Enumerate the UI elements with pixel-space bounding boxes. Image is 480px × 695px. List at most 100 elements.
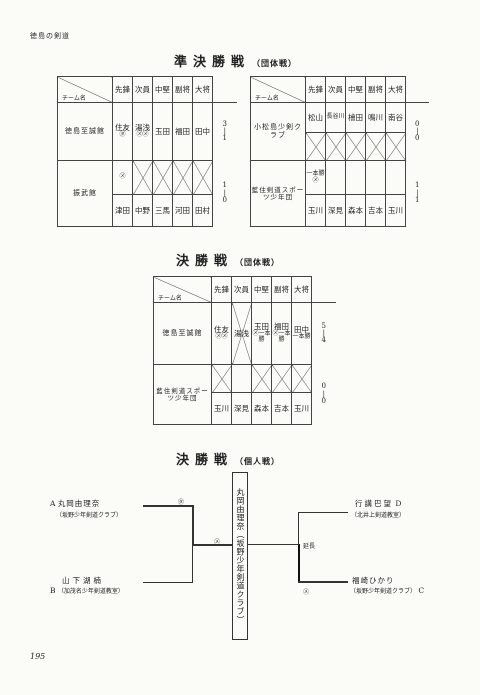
- team-label: チーム名: [153, 276, 212, 303]
- player-cell: 玉田㋱一本勝: [251, 302, 272, 365]
- semifinal-subtitle: （団体戦）: [252, 58, 298, 68]
- team-name: 小松島少剣クラブ: [250, 102, 306, 161]
- loss-cross: [172, 160, 193, 195]
- bracket-line: [143, 582, 193, 583]
- team-name: 藍住剣道スポーツ少年団: [153, 364, 212, 425]
- extension-label: 延長: [303, 543, 316, 550]
- final-individual-title: 決勝戦（個人戦）: [176, 449, 280, 468]
- position-header: 中堅: [345, 76, 366, 103]
- score: 0|0: [406, 103, 429, 161]
- player-letter: C: [418, 586, 425, 595]
- loss-cross: [305, 132, 326, 161]
- player-c-row: （坂野少年剣道クラブ） C: [350, 586, 424, 595]
- team-label: チーム名: [57, 76, 113, 103]
- player-name: 吉本: [365, 194, 386, 227]
- score: 1|1: [406, 161, 429, 227]
- position-header: 副将: [172, 76, 193, 103]
- final-individual-title-text: 決勝戦: [176, 453, 234, 468]
- player-club: （北井上剣道教室）: [351, 512, 406, 519]
- position-header: 次員: [231, 276, 252, 303]
- win-mark: ㋟: [178, 499, 185, 506]
- score-wins: 3: [222, 119, 227, 128]
- score-points: 0: [321, 397, 326, 406]
- position-header: 大将: [385, 76, 406, 103]
- bracket-line: [298, 512, 299, 545]
- empty-cell: [365, 160, 386, 195]
- player-name: 松山: [305, 102, 326, 133]
- position-header: 次員: [132, 76, 153, 103]
- position-header: 先鋒: [211, 276, 232, 303]
- position-header: 副将: [365, 76, 386, 103]
- semifinal-match2-table: チーム名 先鋒 次員 中堅 副将 大将 小松島少剣クラブ 松山 長谷川 檜田 鳴…: [250, 76, 429, 227]
- loss-cross: [345, 132, 366, 161]
- position-header: 先鋒: [305, 76, 326, 103]
- position-header: 中堅: [251, 276, 272, 303]
- running-head: 徳島の剣道: [30, 32, 70, 40]
- player-name: 中野: [132, 194, 153, 227]
- loss-cross: [291, 364, 312, 393]
- bracket-line: [248, 544, 299, 545]
- empty-cell: [231, 364, 252, 393]
- player-name: 玉川: [211, 392, 232, 425]
- player-name: 山下湖楠: [62, 576, 104, 585]
- bracket-line: [298, 512, 348, 513]
- score: 5|4: [312, 303, 336, 365]
- win-mark: ㋱一本勝: [272, 330, 291, 344]
- loss-cross: [365, 132, 386, 161]
- loss-cross: [211, 364, 232, 393]
- player-a: A 丸岡由理奈: [50, 498, 100, 509]
- win-mark: ㋱: [214, 539, 221, 546]
- player-name: 玉川: [291, 392, 312, 425]
- player-cell: 住友㋱㋱: [211, 302, 232, 365]
- semifinal-title-text: 準決勝戦: [174, 55, 251, 70]
- page-number: 195: [30, 652, 46, 661]
- player-name: 長谷川: [325, 102, 346, 133]
- team-name: 徳島至誠館: [153, 302, 212, 365]
- player-name: 福田: [172, 102, 193, 161]
- spacer: [311, 276, 336, 303]
- win-mark: 一本勝: [292, 333, 311, 341]
- player-club: （加茂名少年剣道教室）: [57, 588, 124, 595]
- player-name: 住友: [214, 325, 229, 335]
- position-header: 副将: [271, 276, 292, 303]
- player-cell: 田中一本勝: [291, 302, 312, 365]
- score: 1|0: [213, 161, 237, 227]
- player-name: 住友: [115, 123, 130, 133]
- player-name: 湯浅: [234, 328, 249, 338]
- player-name: 福崎ひかり: [352, 576, 395, 585]
- player-name: 深見: [231, 392, 252, 425]
- final-team-table: チーム名 先鋒 次員 中堅 副将 大将 徳島至誠館 住友㋱㋱ 湯浅 玉田㋱一本勝…: [153, 276, 336, 425]
- final-team-title-text: 決勝戦: [176, 254, 234, 269]
- player-name: 森本: [345, 194, 366, 227]
- win-mark: ㋱: [112, 160, 133, 195]
- player-name: 玉田: [152, 102, 173, 161]
- player-name: 湯浅: [135, 123, 150, 133]
- player-name: 三馬: [152, 194, 173, 227]
- score-points: 1: [415, 196, 420, 205]
- win-mark: ㋱㋱: [215, 333, 228, 341]
- player-letter: A: [50, 499, 56, 508]
- player-club: （坂野少年剣道クラブ）: [56, 512, 123, 519]
- win-mark: ㋱一本勝: [252, 330, 271, 344]
- semifinal-match1-table: チーム名 先鋒 次員 中堅 副将 大将 徳島至誠館 住友㋟ 湯浅㋱㋱ 玉田 福田…: [57, 76, 237, 227]
- score-wins: 1: [415, 181, 420, 190]
- bracket-line: [192, 544, 232, 546]
- player-name: 玉田: [254, 322, 269, 332]
- loss-cross: [385, 132, 406, 161]
- bracket-line: [298, 581, 348, 583]
- bracket-line: [143, 505, 193, 507]
- player-name: 森本: [251, 392, 272, 425]
- player-name: 玉川: [305, 194, 326, 227]
- player-name: 田中: [294, 325, 309, 335]
- spacer: [212, 76, 237, 103]
- player-name: 檜田: [345, 102, 366, 133]
- player-letter: B: [50, 586, 56, 595]
- final-team-subtitle: （団体戦）: [235, 257, 281, 267]
- loss-cross: [152, 160, 173, 195]
- final-individual-subtitle: （個人戦）: [235, 456, 281, 466]
- position-header: 中堅: [152, 76, 173, 103]
- player-letter: D: [395, 499, 402, 508]
- score: 3|1: [213, 103, 237, 161]
- player-name: 丸岡由理奈: [57, 499, 101, 508]
- player-name: 行講巴望: [355, 499, 393, 508]
